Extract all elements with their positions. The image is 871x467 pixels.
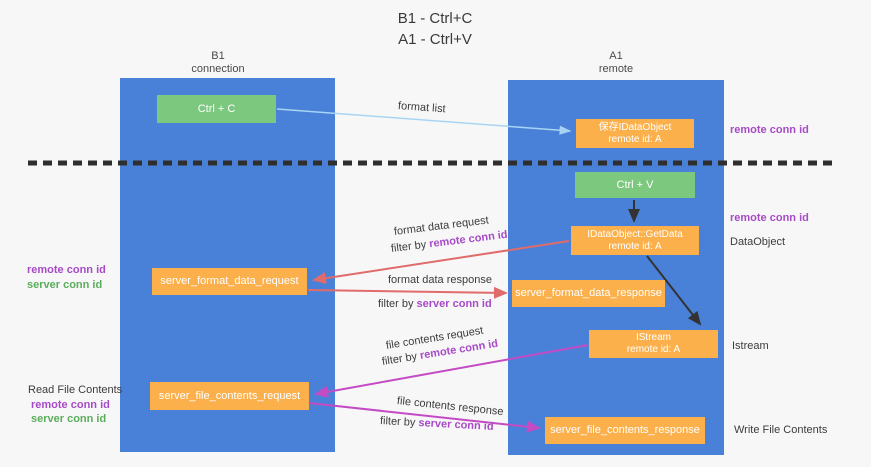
left-server-conn-id-2: server conn id [31, 413, 107, 425]
server-file-contents-response-label: server_file_contents_response [550, 424, 700, 436]
ctrl-c-node: Ctrl + C [157, 95, 276, 123]
istream-node: IStream remote id: A [589, 330, 718, 358]
lifeline-header-a1: A1 remote [556, 50, 676, 76]
lifeline-a1-role: remote [598, 63, 634, 75]
title-line-1: B1 - Ctrl+C [397, 10, 473, 27]
istream-line2: remote id: A [626, 344, 681, 355]
server-conn-id-text: server conn id [416, 298, 492, 310]
server-file-contents-response-node: server_file_contents_response [545, 417, 705, 444]
ctrl-v-node: Ctrl + V [575, 172, 695, 198]
server-file-contents-request-label: server_file_contents_request [158, 389, 301, 402]
getdata-node: IDataObject::GetData remote id: A [571, 226, 699, 255]
diagram-title: B1 - Ctrl+C A1 - Ctrl+V [300, 8, 570, 50]
left-server-conn-id-1: server conn id [27, 279, 103, 291]
lifeline-b1-name: B1 [211, 50, 225, 62]
left-remote-conn-id-2: remote conn id [31, 399, 110, 411]
server-format-data-response-label: server_format_data_response [515, 287, 662, 299]
filter-by-server-conn-id-label-1: filter by server conn id [378, 298, 492, 310]
server-format-data-response-node: server_format_data_response [512, 280, 665, 307]
dataobject-label: DataObject [730, 236, 786, 248]
left-remote-conn-id-1: remote conn id [27, 264, 106, 276]
ctrl-v-label: Ctrl + V [616, 178, 654, 191]
filter-by-server-conn-id-label-2: filter by server conn id [380, 415, 494, 433]
server-file-contents-request-node: server_file_contents_request [150, 382, 309, 410]
ctrl-c-label: Ctrl + C [197, 102, 236, 115]
filter-by-text: filter by [379, 415, 419, 430]
server-format-data-request-label: server_format_data_request [160, 275, 299, 287]
istream-line1: IStream [635, 332, 671, 343]
filter-by-text: filter by [381, 350, 421, 368]
getdata-line2: remote id: A [608, 240, 662, 252]
server-conn-id-text: server conn id [418, 417, 494, 433]
format-data-response-label: format data response [388, 274, 492, 286]
getdata-line1: IDataObject::GetData [587, 228, 683, 240]
file-contents-response-label: file contents response [396, 395, 505, 419]
filter-by-text: filter by [390, 238, 430, 255]
save-dataobject-line2: remote id: A [608, 133, 662, 145]
save-dataobject-line1: 保存IDataObject [598, 121, 672, 133]
title-line-2: A1 - Ctrl+V [398, 31, 472, 48]
filter-by-text: filter by [378, 298, 417, 310]
save-dataobject-node: 保存IDataObject remote id: A [576, 119, 694, 148]
read-file-contents-label: Read File Contents [28, 384, 123, 396]
server-format-data-request-node: server_format_data_request [152, 268, 307, 295]
lifeline-a1-name: A1 [609, 50, 623, 62]
format-list-label: format list [397, 100, 446, 116]
istream-side-label: Istream [732, 340, 769, 352]
format-data-response-arrow [307, 286, 508, 299]
right-remote-conn-id-mid: remote conn id [730, 212, 809, 224]
write-file-contents-label: Write File Contents [734, 424, 828, 436]
right-remote-conn-id-top: remote conn id [730, 124, 809, 136]
lifeline-header-b1: B1 connection [158, 50, 278, 76]
lifeline-b1-role: connection [191, 63, 245, 75]
